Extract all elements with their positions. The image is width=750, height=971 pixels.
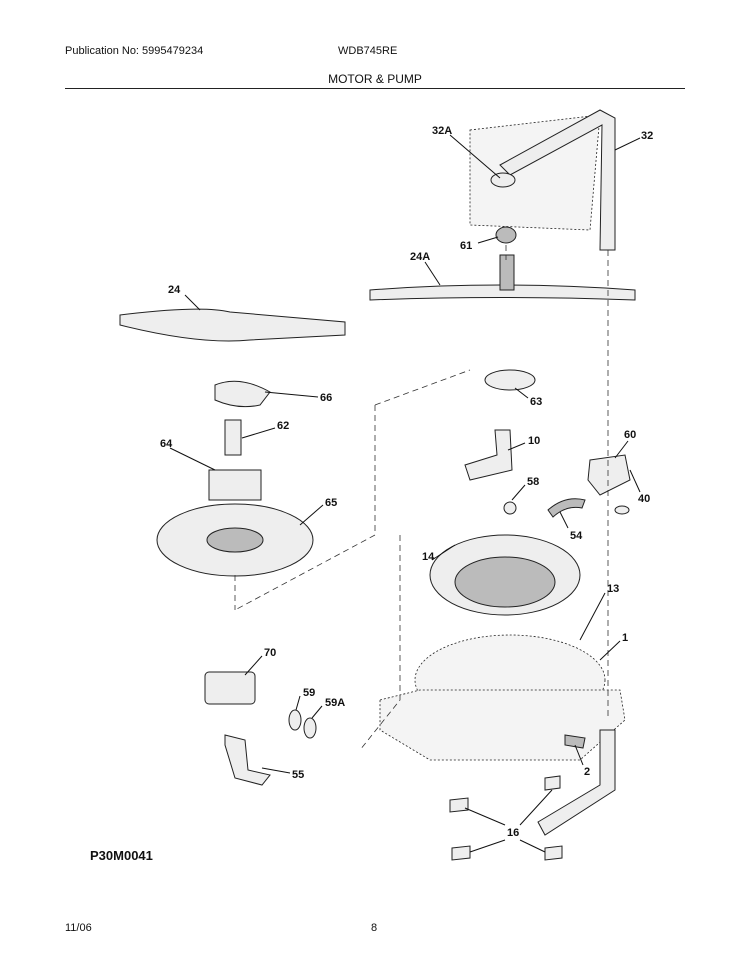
bracket-55 [224,734,271,786]
page-number: 8 [371,922,378,934]
label-1: 1 [622,632,628,644]
lower-spray-arm-24 [119,308,346,342]
diagram-code: P30M0041 [90,848,153,863]
label-40: 40 [638,493,650,505]
leader-65 [299,504,324,526]
leader-55 [261,767,291,774]
clamp-40 [614,505,630,515]
leader-24a [424,261,441,286]
label-59: 59 [303,687,315,699]
assembly-dash-sump [359,535,401,751]
o-ring-59a [303,717,317,739]
leader-32a [449,134,501,179]
label-61: 61 [460,240,472,252]
label-16: 16 [507,827,519,839]
supply-tube-32 [499,109,616,251]
header-divider [65,88,685,89]
leader-14 [431,544,456,561]
publication-number: Publication No: 5995479234 [65,45,204,57]
label-63: 63 [530,396,542,408]
assembly-dash-left [234,405,376,611]
motor-70 [204,671,256,705]
leader-64 [169,447,216,471]
hose-54 [547,498,586,518]
leader-10 [507,442,526,451]
assembly-dash-top [374,369,471,406]
leader-16-a [464,807,506,826]
upper-spray-arm-24a [369,284,636,301]
label-59a: 59A [325,697,345,709]
footer-date: 11/06 [65,922,92,934]
leader-1 [599,640,621,661]
label-24: 24 [168,284,181,296]
leader-16-d [519,839,546,853]
filter-disk-center [206,527,264,553]
leader-40 [629,469,641,493]
label-55: 55 [292,769,304,781]
drain-pump-60 [587,454,631,496]
filter-cup-body [208,469,262,501]
label-24a: 24A [410,251,430,263]
impeller-66 [214,380,271,408]
leader-59a [311,705,323,719]
ball-58 [503,501,517,515]
label-64: 64 [160,438,173,450]
grommet-16-c [451,845,471,861]
page-title: MOTOR & PUMP [328,72,422,86]
leader-61 [477,236,499,244]
part-63 [484,369,536,391]
label-13: 13 [607,583,619,595]
label-58: 58 [527,476,539,488]
label-14: 14 [422,551,435,563]
sump-inner [454,556,556,608]
label-10: 10 [528,435,540,447]
label-70: 70 [264,647,276,659]
label-32a: 32A [432,125,452,137]
leader-13 [579,592,606,641]
base-1 [379,689,626,761]
nut-61 [495,226,517,244]
label-66: 66 [320,392,332,404]
model-number: WDB745RE [338,45,398,57]
leader-62 [241,427,276,439]
label-65: 65 [325,497,337,509]
label-60: 60 [624,429,636,441]
drain-hose [537,729,616,836]
leader-16-b [519,789,553,826]
o-ring-32a [490,172,516,188]
bracket-2 [564,734,586,749]
leader-32 [614,137,641,151]
label-32: 32 [641,130,653,142]
leader-2 [574,744,584,766]
spray-arm-hub [499,254,515,291]
leader-54 [559,511,569,529]
o-ring-59 [288,709,302,731]
pump-housing-10 [464,429,513,481]
grommet-16-d [544,845,563,861]
leader-63 [514,387,529,399]
leader-58 [511,484,526,501]
grommet-16-a [449,797,469,813]
tube-62 [224,419,242,456]
leader-59 [295,695,301,711]
leader-66 [264,391,319,398]
leader-70 [244,655,263,676]
leader-60 [614,440,629,459]
label-54: 54 [570,530,583,542]
label-2: 2 [584,766,590,778]
label-62: 62 [277,420,289,432]
leader-16-c [469,839,506,853]
grommet-16-b [544,775,561,791]
leader-24 [184,294,201,311]
